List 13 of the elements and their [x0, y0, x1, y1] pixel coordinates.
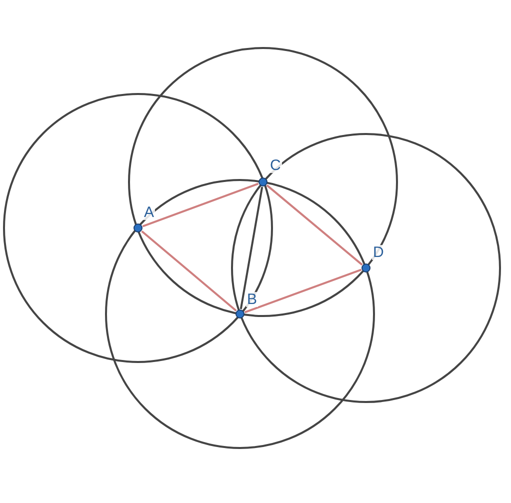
line-segment	[266, 184, 363, 266]
point-marker	[258, 178, 268, 186]
line-segment	[141, 230, 237, 312]
point-label: B	[246, 292, 258, 307]
point-label: C	[269, 158, 282, 173]
point-label: A	[143, 205, 156, 220]
point-label: D	[372, 245, 385, 260]
point-marker	[236, 310, 244, 318]
point-marker	[134, 224, 142, 232]
point-marker	[362, 264, 370, 272]
line-segment	[244, 268, 362, 314]
line-segment	[142, 182, 259, 228]
line-segment	[240, 186, 264, 310]
